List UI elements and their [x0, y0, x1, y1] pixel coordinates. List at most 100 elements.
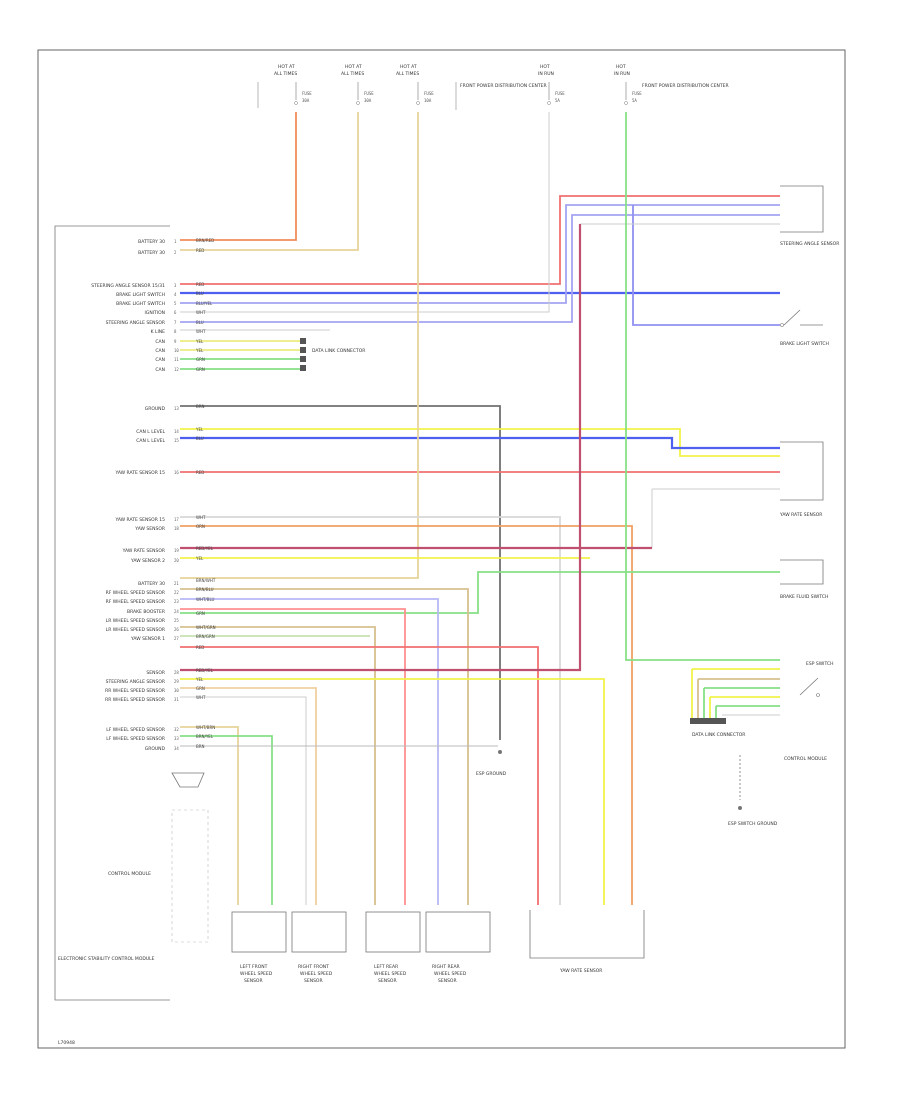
fuse-2: HOT AT ALL TIMES FUSE 30A	[341, 64, 374, 105]
brake-fluid-switch: BRAKE FLUID SWITCH	[780, 559, 828, 600]
svg-text:YEL: YEL	[195, 427, 204, 432]
pin-label: LF WHEEL SPEED SENSOR	[106, 727, 165, 733]
pin-label: LF WHEEL SPEED SENSOR	[106, 736, 165, 742]
right-rear-wheel-sensor: RIGHT REAR WHEEL SPEED SENSOR	[425, 911, 491, 984]
svg-text:BRN: BRN	[196, 404, 205, 409]
svg-text:YEL: YEL	[195, 556, 204, 561]
pin-label: YAW RATE SENSOR 15	[114, 517, 165, 523]
svg-text:DATA LINK CONNECTOR: DATA LINK CONNECTOR	[692, 732, 745, 738]
svg-text:RED: RED	[196, 645, 204, 650]
svg-text:WHT: WHT	[196, 329, 206, 334]
svg-text:SENSOR: SENSOR	[244, 978, 263, 984]
svg-text:BRN/YEL: BRN/YEL	[196, 734, 214, 739]
svg-text:6: 6	[174, 310, 177, 315]
pin-label: STEERING ANGLE SENSOR 15/31	[91, 283, 165, 289]
svg-text:WHT: WHT	[196, 515, 206, 520]
svg-text:14: 14	[174, 429, 179, 434]
pin-label: YAW SENSOR 2	[130, 558, 165, 564]
svg-text:ORN: ORN	[196, 524, 205, 529]
svg-text:CONTROL MODULE: CONTROL MODULE	[784, 756, 827, 762]
svg-text:WHT/BRN: WHT/BRN	[196, 725, 215, 730]
svg-text:ESP SWITCH GROUND: ESP SWITCH GROUND	[728, 821, 778, 827]
svg-text:30: 30	[174, 688, 179, 693]
left-rear-wheel-sensor: LEFT REAR WHEEL SPEED SENSOR	[365, 911, 421, 984]
svg-text:SENSOR: SENSOR	[378, 978, 397, 984]
svg-text:STEERING ANGLE SENSOR: STEERING ANGLE SENSOR	[780, 241, 839, 247]
svg-text:WHT: WHT	[196, 310, 206, 315]
pin-label: CAN	[155, 348, 165, 354]
svg-text:ALL TIMES: ALL TIMES	[396, 71, 419, 77]
pin-label: IGNITION	[145, 310, 166, 316]
svg-text:BLU: BLU	[196, 291, 204, 296]
svg-text:RED: RED	[196, 282, 204, 287]
pin-label: RR WHEEL SPEED SENSOR	[105, 697, 165, 703]
pin-label: STEERING ANGLE SENSOR	[106, 320, 165, 326]
svg-text:LEFT FRONT: LEFT FRONT	[240, 964, 268, 970]
pin-label: RF WHEEL SPEED SENSOR	[106, 590, 165, 596]
pin-label: RF WHEEL SPEED SENSOR	[106, 599, 165, 605]
svg-text:BRN/RED: BRN/RED	[196, 238, 214, 243]
svg-text:HOT: HOT	[616, 64, 626, 70]
svg-text:BLU: BLU	[196, 436, 204, 441]
svg-text:12: 12	[174, 367, 179, 372]
svg-text:30A: 30A	[364, 98, 372, 103]
svg-text:31: 31	[174, 697, 179, 702]
svg-text:RIGHT REAR: RIGHT REAR	[432, 964, 460, 970]
svg-text:16: 16	[174, 470, 179, 475]
svg-text:FUSE: FUSE	[364, 91, 374, 96]
svg-text:HOT: HOT	[540, 64, 550, 70]
pin-label: CAN L LEVEL	[136, 429, 165, 435]
svg-text:9: 9	[174, 339, 177, 344]
svg-text:10: 10	[174, 348, 179, 353]
svg-text:32: 32	[174, 727, 179, 732]
svg-text:26: 26	[174, 627, 179, 632]
left-front-wheel-sensor: LEFT FRONT WHEEL SPEED SENSOR	[231, 911, 287, 984]
pin-label: SENSOR	[146, 670, 165, 676]
module-outline	[54, 225, 170, 1001]
pin-label: YAW RATE SENSOR	[122, 548, 165, 554]
pin-label: K LINE	[151, 329, 166, 335]
svg-text:ELECTRONIC STABILITY CONTROL M: ELECTRONIC STABILITY CONTROL MODULE	[58, 956, 155, 962]
svg-text:WHT: WHT	[196, 695, 206, 700]
pin-label: BATTERY 30	[138, 581, 165, 587]
svg-text:5A: 5A	[555, 98, 560, 103]
brake-light-switch: BRAKE LIGHT SWITCH	[780, 309, 829, 347]
svg-text:BRN/WHT: BRN/WHT	[196, 578, 216, 583]
svg-text:ALL TIMES: ALL TIMES	[274, 71, 297, 77]
pin-label: CAN	[155, 339, 165, 345]
svg-text:22: 22	[174, 590, 179, 595]
module-connector-illustration	[171, 772, 209, 943]
svg-text:30A: 30A	[302, 98, 310, 103]
svg-text:FUSE: FUSE	[302, 91, 312, 96]
svg-text:7: 7	[174, 320, 177, 325]
svg-text:YAW RATE SENSOR: YAW RATE SENSOR	[779, 512, 822, 518]
svg-text:GRN: GRN	[196, 357, 205, 362]
esp-ground: ESP GROUND	[476, 750, 507, 777]
svg-text:24: 24	[174, 609, 179, 614]
svg-text:SENSOR: SENSOR	[304, 978, 323, 984]
pin-label: YAW SENSOR	[134, 526, 165, 532]
svg-text:29: 29	[174, 679, 179, 684]
svg-text:2: 2	[174, 250, 177, 255]
wheel-speed-sensors: LEFT FRONT WHEEL SPEED SENSOR RIGHT FRON…	[231, 911, 491, 984]
svg-text:LEFT REAR: LEFT REAR	[374, 964, 398, 970]
svg-text:WHEEL SPEED: WHEEL SPEED	[300, 971, 333, 977]
pin-label: LR WHEEL SPEED SENSOR	[106, 618, 165, 624]
module-pin-labels: BATTERY 30 BATTERY 30 STEERING ANGLE SEN…	[91, 239, 165, 752]
top-note: FRONT POWER DISTRIBUTION CENTER	[460, 83, 547, 89]
svg-text:YEL: YEL	[195, 339, 204, 344]
pin-label: STEERING ANGLE SENSOR	[106, 679, 165, 685]
svg-text:25: 25	[174, 618, 179, 623]
svg-text:27: 27	[174, 636, 179, 641]
pin-label: GROUND	[145, 746, 166, 752]
svg-text:ESP GROUND: ESP GROUND	[476, 771, 507, 777]
svg-text:3: 3	[174, 283, 177, 288]
svg-text:28: 28	[174, 670, 179, 675]
svg-text:IN RUN: IN RUN	[538, 71, 554, 77]
svg-text:WHT/BLU: WHT/BLU	[196, 597, 215, 602]
pin-label: CAN	[155, 367, 165, 373]
svg-text:WHEEL SPEED: WHEEL SPEED	[374, 971, 407, 977]
fuse-4: HOT IN RUN FUSE 5A	[538, 64, 565, 105]
module-labels: ELECTRONIC STABILITY CONTROL MODULE CONT…	[58, 871, 155, 1046]
